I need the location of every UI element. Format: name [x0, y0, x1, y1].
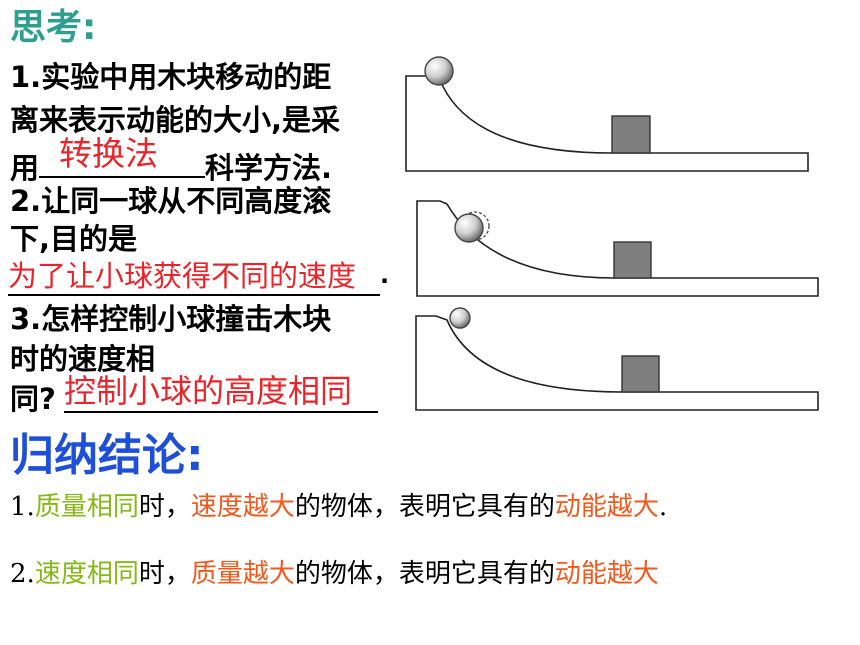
question-1-line-2: 离来表示动能的大小,是采	[10, 103, 341, 137]
question-3-answer: 控制小球的高度相同	[64, 372, 353, 410]
question-3-prefix: 同?	[10, 382, 56, 416]
conclusion-2-number: 2.	[10, 559, 35, 589]
conclusion-title: 归纳结论:	[10, 430, 204, 481]
question-1-line-1: 1.实验中用木块移动的距	[10, 60, 332, 94]
ramp-diagram-2	[416, 200, 819, 297]
think-title: 思考:	[10, 7, 97, 48]
ball-2	[454, 213, 484, 243]
conclusion-1-text-1: 时，	[138, 492, 191, 522]
question-1-blank: 转换法	[39, 134, 206, 178]
ball-3	[449, 307, 471, 329]
wood-block-3	[621, 355, 660, 393]
conclusion-1-variable: 速度越大	[190, 492, 295, 522]
question-1-answer: 转换法	[59, 134, 159, 173]
ramp-diagram-1	[405, 56, 809, 172]
question-3-line-2: 时的速度相	[10, 342, 156, 376]
question-1-prefix: 用	[10, 151, 40, 185]
conclusion-1-result: 动能越大	[554, 492, 659, 522]
question-2-blank	[8, 258, 380, 296]
question-2-answer: 为了让小球获得不同的速度	[8, 259, 357, 293]
conclusion-2-result: 动能越大	[554, 559, 659, 589]
conclusion-2-text-1: 时，	[138, 559, 191, 589]
conclusion-2-variable: 质量越大	[190, 559, 295, 589]
conclusion-2-text-2: 的物体，表明它具有的	[294, 559, 555, 589]
question-3-line-1: 3.怎样控制小球撞击木块	[10, 302, 332, 336]
question-2-suffix: .	[380, 261, 390, 289]
question-2-line-1: 2.让同一球从不同高度滚	[10, 184, 332, 218]
conclusion-1-text-2: 的物体，表明它具有的	[294, 492, 555, 522]
conclusion-1-condition: 质量相同	[34, 492, 139, 522]
conclusion-1-number: 1.	[10, 492, 35, 522]
conclusion-1: 1.质量相同时，速度越大的物体，表明它具有的动能越大.	[10, 489, 667, 525]
conclusion-2-condition: 速度相同	[34, 559, 139, 589]
ramp-diagram-3	[415, 307, 819, 411]
ramp-track-1	[405, 75, 809, 172]
conclusion-1-end: .	[658, 492, 668, 522]
question-1-suffix: 科学方法.	[205, 151, 333, 185]
conclusion-2: 2.速度相同时，质量越大的物体，表明它具有的动能越大	[10, 556, 659, 592]
question-3-blank	[64, 377, 378, 413]
ramp-track-3	[415, 315, 819, 411]
wood-block-2	[613, 241, 652, 279]
wood-block-1	[611, 115, 651, 154]
ball-1	[424, 56, 454, 86]
question-2-line-2: 下,目的是	[10, 222, 138, 256]
question-1-line-3: 用转换法 科学方法.	[10, 134, 333, 190]
